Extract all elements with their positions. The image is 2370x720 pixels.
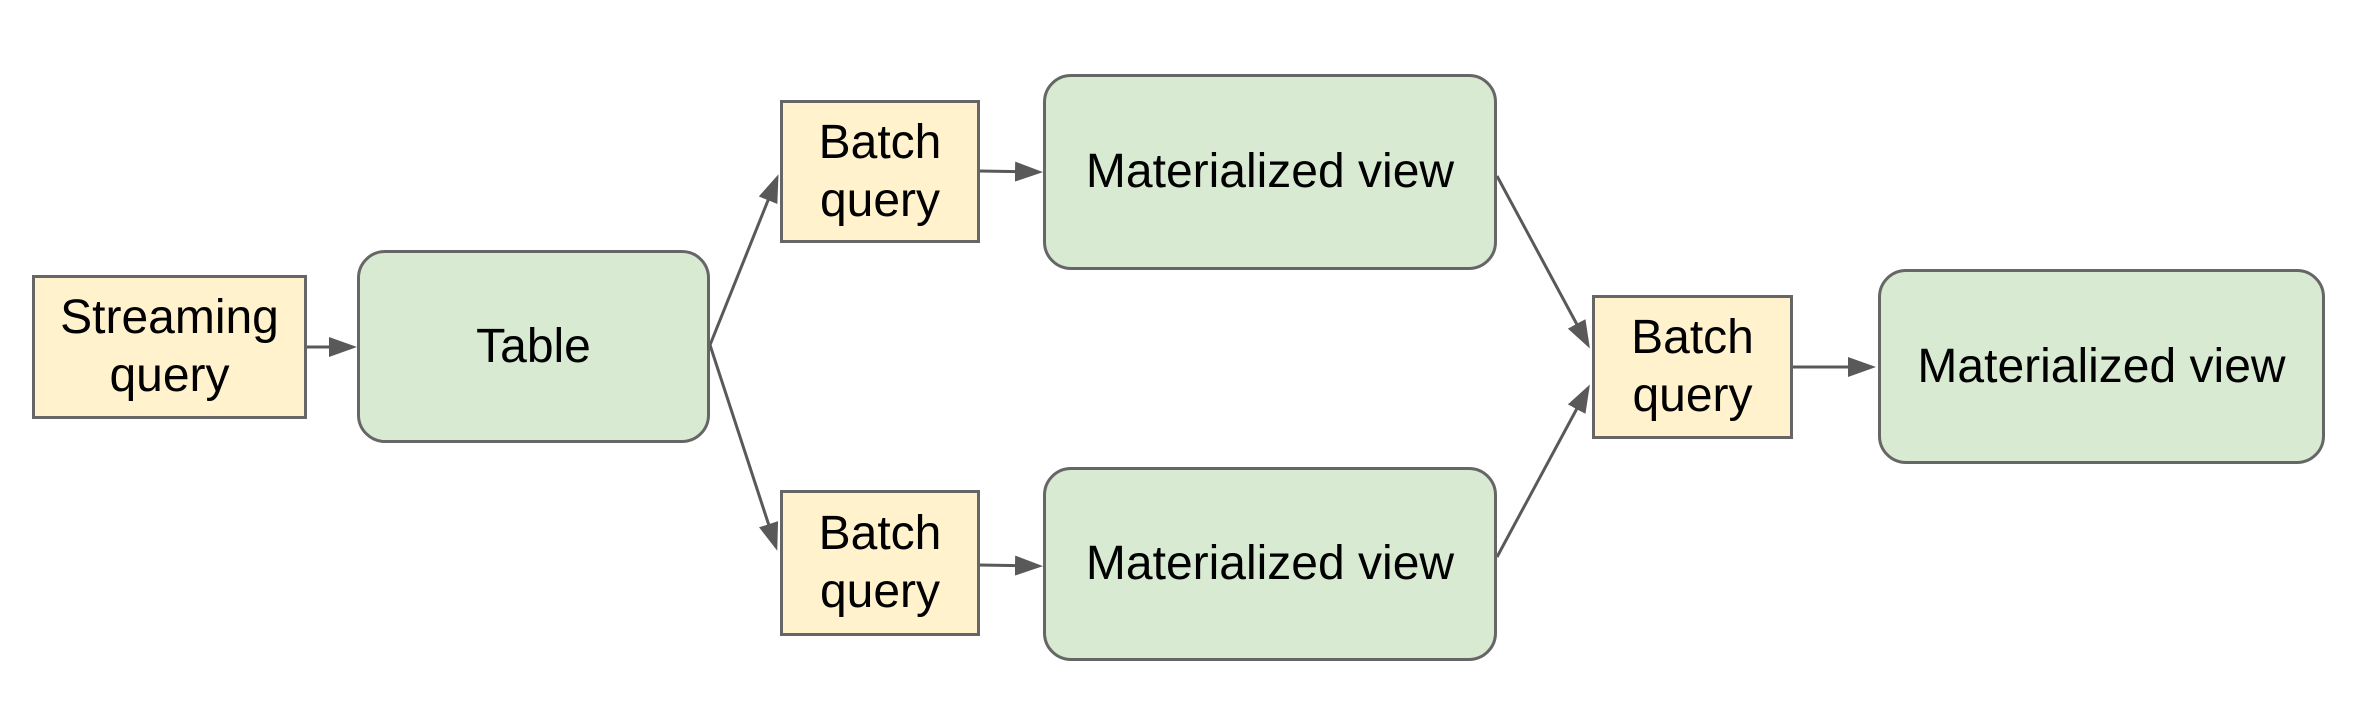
arrow-batch-query-top-to-materialized-view-top bbox=[979, 161, 1043, 182]
node-label: Batch query bbox=[818, 507, 942, 618]
node-materialized-view-final: Materialized view bbox=[1878, 269, 2325, 464]
node-table: Table bbox=[357, 250, 710, 443]
node-label: Table bbox=[476, 319, 591, 373]
node-label: Batch query bbox=[818, 115, 942, 227]
node-streaming-query: Streaming query bbox=[32, 275, 307, 419]
node-batch-query-bottom: Batch query bbox=[780, 490, 980, 636]
arrow-materialized-view-bottom-to-batch-query-center bbox=[1495, 384, 1590, 558]
node-label: Streaming query bbox=[60, 291, 279, 402]
node-materialized-view-top: Materialized view bbox=[1043, 74, 1497, 270]
node-materialized-view-bottom: Materialized view bbox=[1043, 467, 1497, 661]
arrow-batch-query-bottom-to-materialized-view-bottom bbox=[979, 555, 1043, 576]
node-label: Materialized view bbox=[1085, 145, 1455, 199]
node-batch-query-center: Batch query bbox=[1592, 295, 1793, 439]
arrow-materialized-view-top-to-batch-query-center bbox=[1495, 175, 1590, 349]
node-batch-query-top: Batch query bbox=[780, 100, 980, 243]
arrow-table-to-batch-query-top bbox=[708, 174, 779, 346]
node-label: Batch query bbox=[1631, 311, 1754, 422]
node-label: Materialized view bbox=[1917, 339, 2286, 393]
node-label: Materialized view bbox=[1085, 537, 1455, 591]
arrow-table-to-batch-query-bottom bbox=[708, 344, 779, 551]
